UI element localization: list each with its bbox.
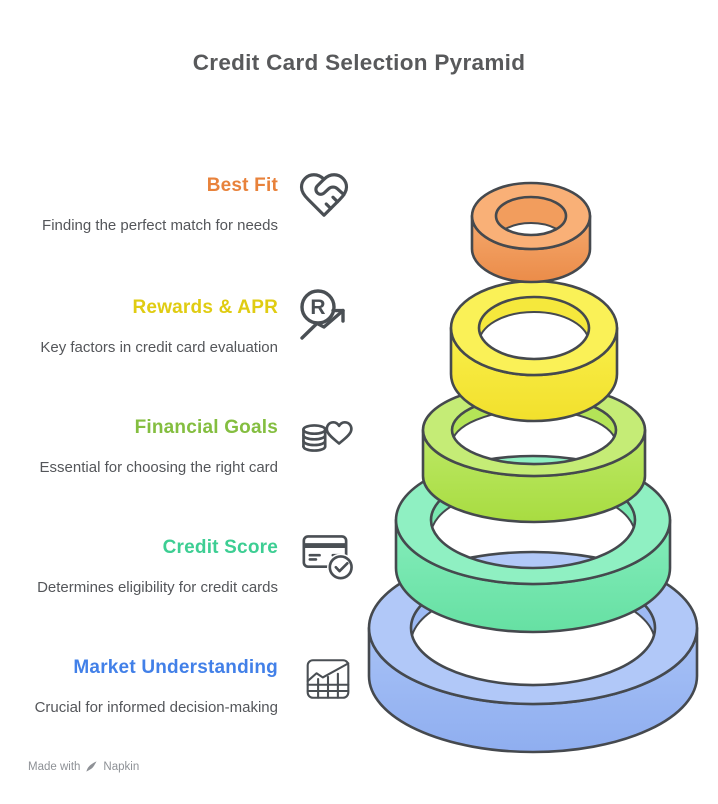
registered-r-trending-up-icon: R bbox=[295, 289, 353, 347]
heart-handshake-icon bbox=[297, 168, 351, 222]
coins-heart-icon bbox=[298, 406, 356, 464]
level-title: Rewards & APR bbox=[132, 297, 278, 318]
napkin-logo-icon bbox=[86, 761, 98, 772]
level-market-understanding: Market Understanding Crucial for informe… bbox=[16, 657, 278, 717]
level-description: Key factors in credit card evaluation bbox=[40, 339, 278, 356]
level-title: Credit Score bbox=[162, 537, 278, 558]
level-financial-goals: Financial Goals Essential for choosing t… bbox=[16, 417, 278, 477]
chart-trend-grid-icon bbox=[303, 654, 353, 704]
ring-best-fit bbox=[470, 181, 592, 284]
level-description: Determines eligibility for credit cards bbox=[37, 579, 278, 596]
napkin-watermark[interactable]: Made with Napkin bbox=[28, 760, 139, 773]
level-title: Market Understanding bbox=[73, 657, 278, 678]
level-rewards-apr: Rewards & APR Key factors in credit card… bbox=[16, 297, 278, 357]
page-title: Credit Card Selection Pyramid bbox=[192, 50, 526, 75]
level-best-fit: Best Fit Finding the perfect match for n… bbox=[16, 175, 278, 235]
level-description: Crucial for informed decision-making bbox=[34, 699, 278, 716]
level-title: Financial Goals bbox=[134, 417, 278, 438]
svg-text:R: R bbox=[310, 296, 325, 319]
level-title: Best Fit bbox=[206, 175, 278, 196]
level-credit-score: Credit Score Determines eligibility for … bbox=[16, 537, 278, 597]
level-description: Finding the perfect match for needs bbox=[42, 217, 278, 234]
watermark-brand: Napkin bbox=[103, 760, 140, 773]
level-description: Essential for choosing the right card bbox=[39, 459, 278, 476]
ring-rewards-apr bbox=[449, 279, 619, 423]
watermark-prefix: Made with bbox=[28, 760, 81, 773]
credit-card-check-icon bbox=[299, 528, 357, 586]
